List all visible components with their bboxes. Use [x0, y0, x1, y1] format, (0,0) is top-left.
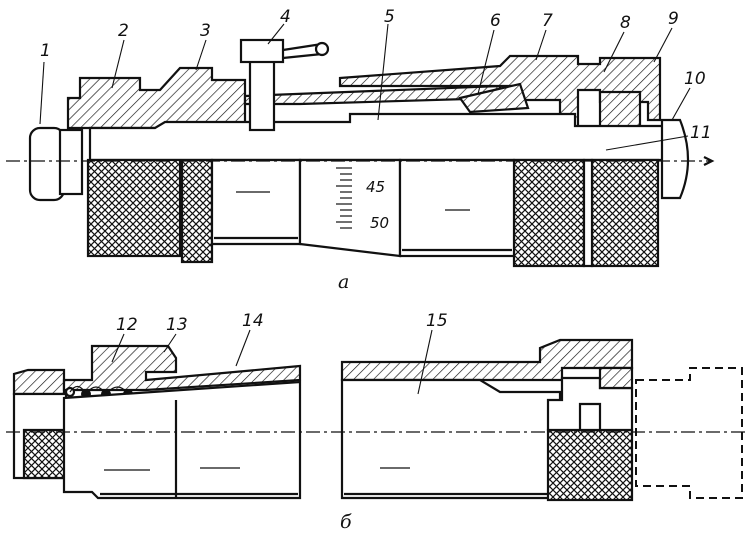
- spindle-upper: [88, 112, 682, 162]
- thimble-lower: [398, 158, 516, 258]
- scale-mark-45: 45: [366, 178, 385, 196]
- housing-right-section: [338, 54, 662, 130]
- ratchet-end: [660, 118, 690, 200]
- label-2: 2: [118, 21, 129, 41]
- threaded-end-section: [12, 368, 66, 396]
- label-3: 3: [200, 21, 211, 41]
- phantom-head: [635, 367, 743, 499]
- tube-left: [62, 380, 302, 500]
- label-4: 4: [280, 7, 291, 27]
- tube-right-section: [340, 338, 634, 382]
- figure-b-extension-rod: 12 13 14 15 б: [6, 311, 748, 533]
- label-6: 6: [490, 11, 501, 31]
- knurl-thimble-left: [86, 158, 182, 258]
- label-13: 13: [166, 315, 188, 335]
- label-9: 9: [668, 9, 679, 29]
- label-15: 15: [426, 311, 448, 331]
- figure-a-micrometer-head: 45 50 1 2 3 4 5 6 7 8 9 10 11 а: [6, 7, 715, 293]
- label-7: 7: [542, 11, 553, 31]
- clamp-lever: [282, 42, 323, 52]
- label-11: 11: [690, 123, 712, 143]
- cap-section: [598, 366, 634, 390]
- caption-a: а: [338, 271, 349, 293]
- sleeve-lower: [210, 158, 302, 246]
- knurl-ring: [180, 158, 214, 264]
- tube-right: [340, 378, 562, 500]
- knurl-end-block: [546, 428, 634, 502]
- housing-top-sleeve: [243, 84, 502, 106]
- knurl-thimble-right: [512, 158, 586, 268]
- housing-left-section: [66, 66, 247, 130]
- spring-housing-section: [62, 344, 302, 392]
- vernier-scale: 45 50: [336, 167, 389, 232]
- scale-mark-50: 50: [370, 214, 389, 232]
- label-1: 1: [40, 41, 51, 61]
- label-5: 5: [384, 7, 395, 27]
- thread-teeth: [22, 428, 68, 480]
- label-12: 12: [116, 315, 138, 335]
- label-10: 10: [684, 69, 706, 89]
- cone-nut-section: [458, 82, 530, 114]
- label-8: 8: [620, 13, 631, 33]
- label-14: 14: [242, 311, 264, 331]
- caption-b: б: [340, 511, 352, 533]
- clamp-post: [248, 58, 276, 132]
- ratchet-cap-section: [598, 90, 642, 130]
- clamp-head: [239, 38, 285, 64]
- knurl-ratchet: [590, 158, 660, 268]
